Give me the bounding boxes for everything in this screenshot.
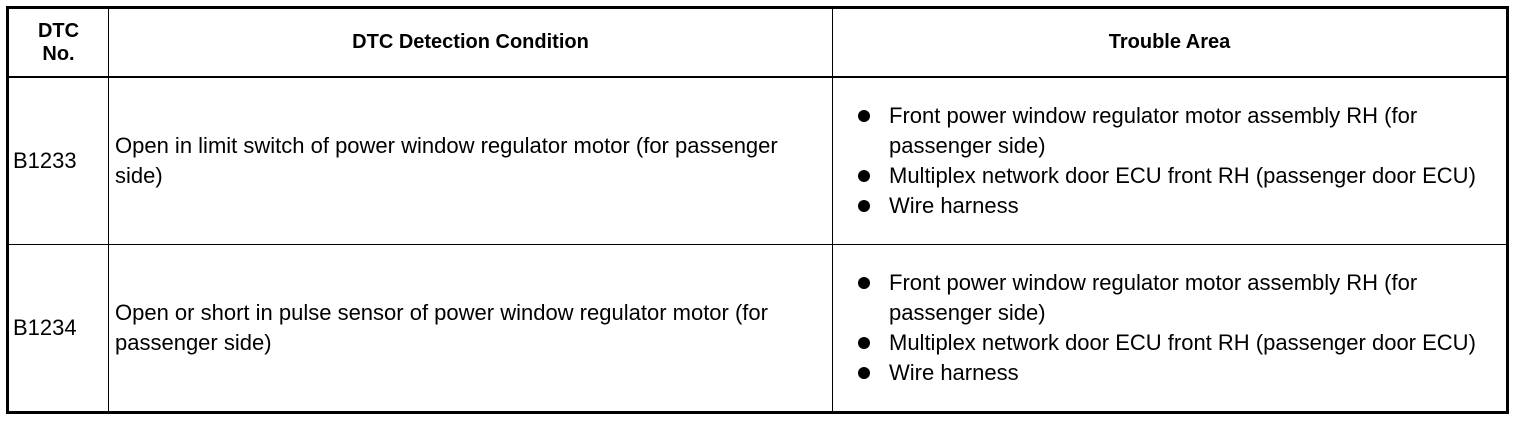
- trouble-area-text: Wire harness: [889, 360, 1019, 386]
- trouble-area-text: Front power window regulator motor assem…: [889, 270, 1418, 326]
- trouble-area-item: Wire harness: [857, 358, 1498, 388]
- bullet-icon: [858, 367, 870, 380]
- header-detection-condition: DTC Detection Condition: [108, 7, 833, 78]
- trouble-area-text: Wire harness: [889, 193, 1019, 219]
- trouble-area-list: Front power window regulator motor assem…: [857, 101, 1498, 221]
- header-dtc-no: DTC No.: [7, 7, 109, 78]
- dtc-code-cell: B1233: [7, 76, 109, 246]
- bullet-icon: [858, 200, 870, 213]
- table-body: B1233 Open in limit switch of power wind…: [7, 76, 1508, 413]
- trouble-area-text: Multiplex network door ECU front RH (pas…: [889, 163, 1476, 189]
- header-row: DTC No. DTC Detection Condition Trouble …: [7, 7, 1508, 78]
- trouble-area-item: Multiplex network door ECU front RH (pas…: [857, 328, 1498, 358]
- trouble-area-item: Front power window regulator motor assem…: [857, 268, 1498, 328]
- detection-condition-cell: Open in limit switch of power window reg…: [108, 76, 833, 246]
- trouble-area-list: Front power window regulator motor assem…: [857, 268, 1498, 388]
- trouble-area-item: Wire harness: [857, 191, 1498, 221]
- trouble-area-text: Multiplex network door ECU front RH (pas…: [889, 330, 1476, 356]
- dtc-code-cell: B1234: [7, 244, 109, 413]
- table-header: DTC No. DTC Detection Condition Trouble …: [7, 7, 1508, 78]
- trouble-area-cell: Front power window regulator motor assem…: [832, 76, 1508, 246]
- header-dtc-no-line2: No.: [42, 42, 75, 65]
- trouble-area-item: Multiplex network door ECU front RH (pas…: [857, 161, 1498, 191]
- header-trouble-area: Trouble Area: [832, 7, 1508, 78]
- table-row: B1234 Open or short in pulse sensor of p…: [7, 244, 1508, 413]
- trouble-area-cell: Front power window regulator motor assem…: [832, 244, 1508, 413]
- trouble-area-item: Front power window regulator motor assem…: [857, 101, 1498, 161]
- bullet-icon: [858, 337, 870, 350]
- bullet-icon: [858, 170, 870, 183]
- dtc-table: DTC No. DTC Detection Condition Trouble …: [6, 6, 1509, 414]
- detection-condition-cell: Open or short in pulse sensor of power w…: [108, 244, 833, 413]
- table-row: B1233 Open in limit switch of power wind…: [7, 76, 1508, 246]
- header-dtc-no-line1: DTC: [37, 19, 80, 42]
- bullet-icon: [858, 277, 870, 290]
- bullet-icon: [858, 110, 870, 123]
- trouble-area-text: Front power window regulator motor assem…: [889, 103, 1418, 159]
